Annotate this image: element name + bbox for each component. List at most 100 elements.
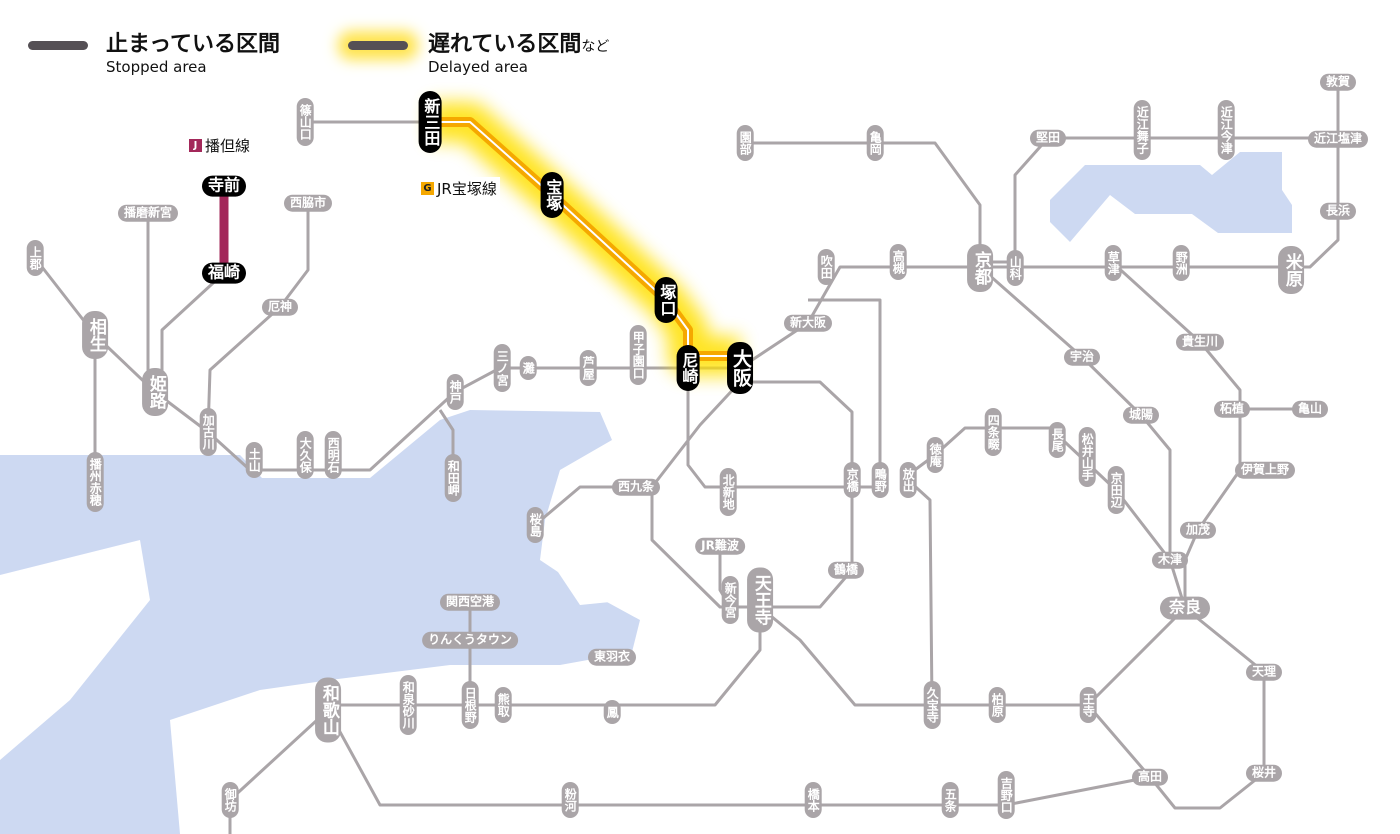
line-label-bantan[interactable]: J 播但線 — [186, 134, 254, 157]
station-label[interactable]: 尼崎 — [676, 345, 700, 391]
station-label[interactable]: 草津 — [1104, 245, 1122, 281]
station-label[interactable]: 柏原 — [988, 687, 1006, 723]
station-label[interactable]: 和歌山 — [315, 677, 341, 743]
station-label[interactable]: 神戸 — [446, 374, 464, 410]
station-label[interactable]: 天理 — [1245, 663, 1283, 681]
station-label[interactable]: 野洲 — [1172, 245, 1190, 281]
station-label[interactable]: 城陽 — [1122, 406, 1160, 424]
station-label[interactable]: 加茂 — [1179, 521, 1217, 539]
station-label[interactable]: 京橋 — [843, 462, 861, 498]
station-label[interactable]: 寺前 — [201, 175, 247, 197]
osaka-bay — [0, 410, 640, 834]
station-label[interactable]: 大久保 — [296, 431, 314, 479]
delayed-label-jp: 遅れている区間 — [428, 32, 582, 57]
station-label[interactable]: 奈良 — [1159, 596, 1211, 620]
station-label[interactable]: 御坊 — [221, 782, 239, 818]
station-label[interactable]: 近江塩津 — [1307, 130, 1369, 148]
line-label-jr-takarazuka[interactable]: G JR宝塚線 — [418, 177, 500, 200]
station-label[interactable]: 放出 — [899, 462, 917, 498]
station-label[interactable]: 久宝寺 — [923, 681, 941, 729]
delayed-label-suffix: など — [581, 39, 610, 55]
station-label[interactable]: 長浜 — [1319, 202, 1357, 220]
delayed-label-en: Delayed area — [428, 58, 528, 76]
station-label[interactable]: 松井山手 — [1078, 427, 1096, 487]
station-label[interactable]: 播磨新宮 — [117, 204, 179, 222]
station-label[interactable]: 芦屋 — [579, 350, 597, 386]
land-islands — [0, 540, 630, 760]
station-label[interactable]: 王寺 — [1079, 687, 1097, 723]
station-label[interactable]: 五条 — [941, 782, 959, 818]
station-label[interactable]: 徳庵 — [926, 437, 944, 473]
station-label[interactable]: 高槻 — [889, 244, 907, 280]
station-label[interactable]: 粉河 — [561, 782, 579, 818]
station-label[interactable]: 吹田 — [817, 249, 835, 285]
station-label[interactable]: 相生 — [82, 311, 108, 359]
station-label[interactable]: 土山 — [245, 442, 263, 478]
station-label[interactable]: 厄神 — [261, 298, 299, 316]
stopped-label-jp: 止まっている区間 — [106, 32, 281, 57]
station-label[interactable]: 鳳 — [603, 700, 621, 724]
line-name: 播但線 — [205, 137, 251, 155]
station-label[interactable]: 塚口 — [654, 277, 678, 323]
station-label[interactable]: 高田 — [1131, 768, 1169, 786]
station-label[interactable]: 京都 — [967, 244, 993, 292]
station-label[interactable]: 吉野口 — [997, 771, 1015, 819]
station-label[interactable]: 宝塚 — [540, 172, 564, 218]
station-label[interactable]: 加古川 — [199, 408, 217, 456]
station-label[interactable]: 西九条 — [611, 478, 661, 496]
station-label[interactable]: 熊取 — [494, 687, 512, 723]
station-label[interactable]: 関西空港 — [439, 593, 501, 611]
station-label[interactable]: 新今宮 — [721, 576, 739, 624]
station-label[interactable]: 山科 — [1006, 250, 1024, 286]
station-label[interactable]: 甲子園口 — [629, 325, 647, 385]
station-label[interactable]: 亀山 — [1291, 400, 1329, 418]
station-label[interactable]: 園部 — [736, 125, 754, 161]
station-label[interactable]: 日根野 — [461, 681, 479, 729]
station-label[interactable]: 長尾 — [1048, 422, 1066, 458]
station-label[interactable]: 和田岬 — [444, 454, 462, 502]
station-label[interactable]: 篠山口 — [296, 98, 314, 146]
station-label[interactable]: 新大阪 — [783, 314, 833, 332]
station-label[interactable]: 新三田 — [418, 91, 442, 153]
station-label[interactable]: 西明石 — [324, 431, 342, 479]
station-label[interactable]: 米原 — [1278, 246, 1304, 294]
line-name: JR宝塚線 — [437, 180, 497, 198]
line-badge-j: J — [189, 139, 202, 152]
station-label[interactable]: 京田辺 — [1107, 466, 1125, 514]
station-label[interactable]: 橋本 — [804, 782, 822, 818]
station-label[interactable]: 姫路 — [142, 368, 168, 416]
station-label[interactable]: 柘植 — [1213, 400, 1251, 418]
station-label[interactable]: 和泉砂川 — [399, 675, 417, 735]
station-label[interactable]: 上郡 — [26, 240, 44, 276]
station-label[interactable]: 西脇市 — [283, 194, 333, 212]
station-label[interactable]: 亀岡 — [866, 125, 884, 161]
station-label[interactable]: 宇治 — [1063, 348, 1101, 366]
station-label[interactable]: 伊賀上野 — [1234, 461, 1296, 479]
station-label[interactable]: 桜井 — [1245, 764, 1283, 782]
station-label[interactable]: 桜島 — [526, 507, 544, 543]
station-label[interactable]: 鴫野 — [871, 462, 889, 498]
station-label[interactable]: 北新地 — [719, 468, 737, 516]
station-label[interactable]: 鶴橋 — [827, 561, 865, 579]
station-label[interactable]: 貴生川 — [1175, 333, 1225, 351]
station-label[interactable]: 近江今津 — [1217, 100, 1235, 160]
station-label[interactable]: りんくうタウン — [422, 631, 518, 649]
station-label[interactable]: 三ノ宮 — [493, 344, 511, 392]
station-label[interactable]: 木津 — [1151, 551, 1189, 569]
jr-takarazuka-line-delayed — [430, 102, 740, 376]
station-label[interactable]: 灘 — [519, 356, 537, 380]
stopped-label-en: Stopped area — [106, 58, 207, 76]
lake-biwa — [1050, 152, 1292, 242]
station-label[interactable]: 近江舞子 — [1133, 100, 1151, 160]
station-label[interactable]: 天王寺 — [747, 567, 773, 633]
line-badge-g: G — [421, 182, 434, 195]
station-label[interactable]: 大阪 — [727, 342, 753, 394]
station-label[interactable]: 敦賀 — [1319, 73, 1357, 91]
station-label[interactable]: 東羽衣 — [587, 648, 637, 666]
station-label[interactable]: 播州赤穂 — [86, 452, 104, 512]
station-label[interactable]: 四条畷 — [984, 408, 1002, 456]
station-label[interactable]: 福崎 — [201, 262, 247, 284]
station-label[interactable]: JR難波 — [695, 537, 745, 555]
stopped-swatch — [28, 41, 88, 50]
station-label[interactable]: 堅田 — [1029, 129, 1067, 147]
